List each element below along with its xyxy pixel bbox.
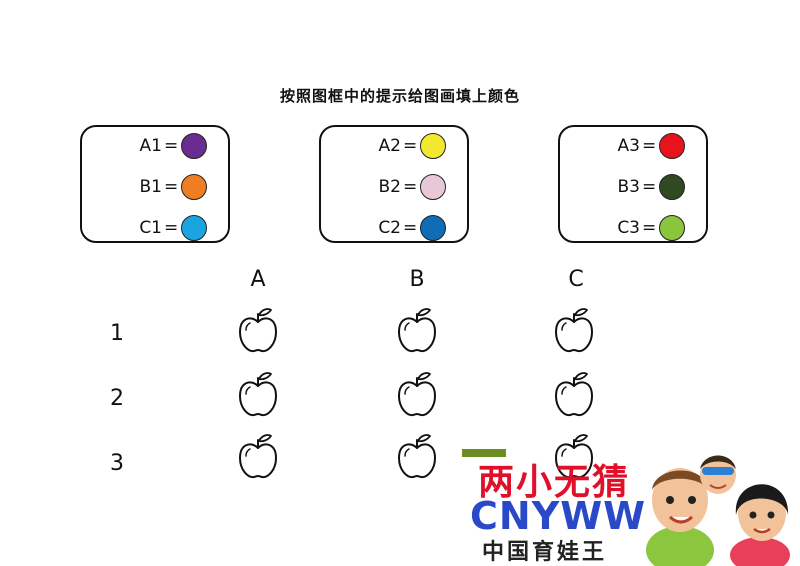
apple-icon xyxy=(553,432,595,480)
legend-row: A1 = xyxy=(122,131,208,161)
equals-sign: = xyxy=(642,177,657,197)
legend-row: A2 = xyxy=(361,131,447,161)
equals-sign: = xyxy=(403,218,418,238)
apple-icon xyxy=(396,432,438,480)
legend-row: C3 = xyxy=(600,213,686,243)
apple-icon xyxy=(237,306,279,354)
legend-label: B1 xyxy=(139,177,162,197)
legend-label: A1 xyxy=(139,136,162,156)
legend-label: C1 xyxy=(139,218,162,238)
color-swatch xyxy=(181,215,208,241)
legend-label: A3 xyxy=(617,136,640,156)
legend-label: B3 xyxy=(617,177,640,197)
legend-row: C1 = xyxy=(122,213,208,243)
color-swatch xyxy=(420,174,447,200)
equals-sign: = xyxy=(403,136,418,156)
equals-sign: = xyxy=(164,177,179,197)
legend-row: B3 = xyxy=(600,172,686,202)
apple-icon xyxy=(237,370,279,418)
color-swatch xyxy=(420,215,447,241)
column-header-c: C xyxy=(568,267,584,292)
equals-sign: = xyxy=(164,136,179,156)
legend-row: A3 = xyxy=(600,131,686,161)
watermark-title: 两小无猜 xyxy=(478,462,631,503)
watermark-subtitle: 中国育娃王 xyxy=(482,540,608,565)
worksheet-title: 按照图框中的提示给图画填上颜色 xyxy=(279,87,520,105)
color-swatch xyxy=(659,133,686,159)
color-swatch xyxy=(181,174,208,200)
row-header-3: 3 xyxy=(110,451,124,476)
legend-label: C2 xyxy=(378,218,401,238)
watermark-bar xyxy=(462,449,506,457)
color-swatch xyxy=(659,215,686,241)
row-header-2: 2 xyxy=(110,386,124,411)
mascot-illustration xyxy=(646,455,790,566)
color-swatch xyxy=(659,174,686,200)
row-header-1: 1 xyxy=(110,321,124,346)
legend-row: B2 = xyxy=(361,172,447,202)
equals-sign: = xyxy=(164,218,179,238)
watermark-logo-text: CNYWW xyxy=(470,494,647,538)
column-header-b: B xyxy=(409,267,425,292)
equals-sign: = xyxy=(403,177,418,197)
legend-row: C2 = xyxy=(361,213,447,243)
apple-icon xyxy=(237,432,279,480)
legend-label: C3 xyxy=(617,218,640,238)
apple-icon xyxy=(553,306,595,354)
color-swatch xyxy=(420,133,447,159)
apple-icon xyxy=(396,306,438,354)
legend-label: B2 xyxy=(378,177,401,197)
legend-label: A2 xyxy=(378,136,401,156)
apple-icon xyxy=(396,370,438,418)
legend-row: B1 = xyxy=(122,172,208,202)
color-swatch xyxy=(181,133,208,159)
color-legend-box-2: A2 = B2 = C2 = xyxy=(319,125,469,243)
equals-sign: = xyxy=(642,136,657,156)
column-header-a: A xyxy=(250,267,266,292)
apple-icon xyxy=(553,370,595,418)
color-legend-box-3: A3 = B3 = C3 = xyxy=(558,125,708,243)
color-legend-box-1: A1 = B1 = C1 = xyxy=(80,125,230,243)
equals-sign: = xyxy=(642,218,657,238)
